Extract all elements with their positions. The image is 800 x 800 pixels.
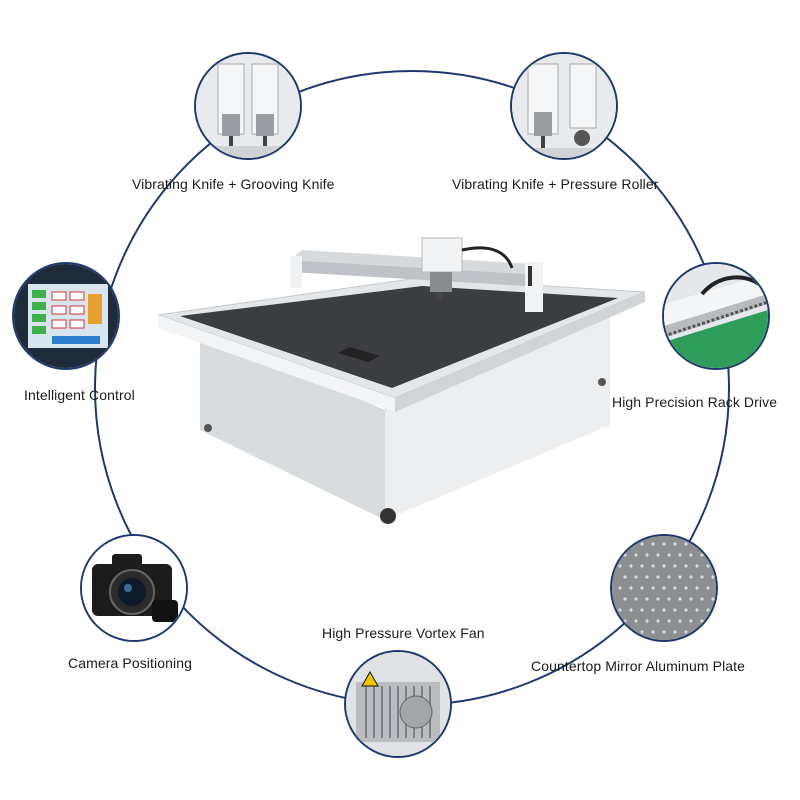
vibrating-pressure-roller-icon xyxy=(512,54,616,158)
vortex-fan-icon xyxy=(346,652,450,756)
label-vortex-fan: High Pressure Vortex Fan xyxy=(322,625,485,641)
label-vibrating-pressure: Vibrating Knife + Pressure Roller xyxy=(452,176,659,192)
label-intelligent-control: Intelligent Control xyxy=(24,387,135,403)
label-rack-drive: High Precision Rack Drive xyxy=(612,394,778,410)
label-aluminum-plate: Countertop Mirror Aluminum Plate xyxy=(531,658,746,674)
label-vibrating-grooving: Vibrating Knife + Grooving Knife xyxy=(132,176,335,192)
camera-icon xyxy=(82,536,186,640)
vibrating-grooving-knife-icon xyxy=(196,54,300,158)
control-panel-icon xyxy=(14,264,118,368)
cutting-machine-image xyxy=(140,220,670,530)
rack-drive-icon xyxy=(664,264,768,368)
label-camera: Camera Positioning xyxy=(68,655,192,671)
aluminum-plate-icon xyxy=(612,536,716,640)
